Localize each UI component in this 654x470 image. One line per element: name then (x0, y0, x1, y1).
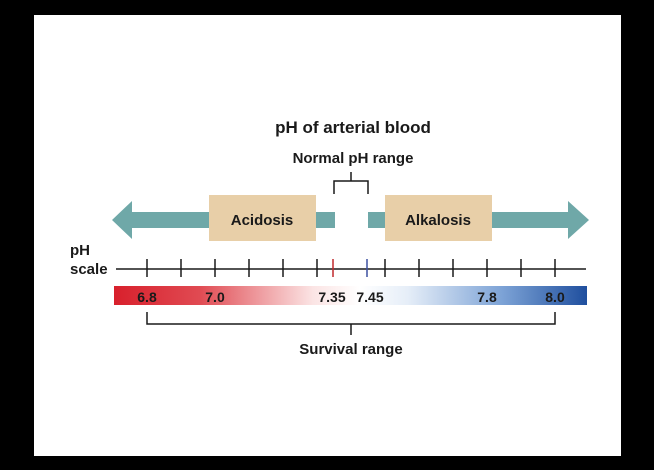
diagram-title: pH of arterial blood (275, 118, 431, 137)
survival-range-bracket (146, 312, 556, 335)
tick-label-7-35: 7.35 (318, 289, 345, 305)
tick-label-7-8: 7.8 (477, 289, 497, 305)
acidosis-label: Acidosis (231, 212, 294, 229)
slide-panel: pH of arterial blood Normal pH range Aci… (34, 15, 621, 456)
tick-label-6-8: 6.8 (137, 289, 157, 305)
survival-range-label: Survival range (299, 341, 402, 358)
tick-label-8-0: 8.0 (545, 289, 565, 305)
ph-gradient-bar (114, 286, 587, 305)
tick-label-7-45: 7.45 (356, 289, 383, 305)
ph-scale-ticks (146, 259, 556, 277)
acidosis-box (209, 195, 316, 241)
normal-range-label: Normal pH range (293, 150, 414, 167)
ph-scale-label-line1: pH (70, 242, 90, 259)
alkalosis-label: Alkalosis (405, 212, 471, 229)
normal-range-bracket (333, 172, 369, 194)
tick-label-7-0: 7.0 (205, 289, 225, 305)
ph-scale-label-line2: scale (70, 261, 108, 278)
alkalosis-box (385, 195, 492, 241)
ph-diagram: pH of arterial blood Normal pH range Aci… (70, 118, 589, 358)
